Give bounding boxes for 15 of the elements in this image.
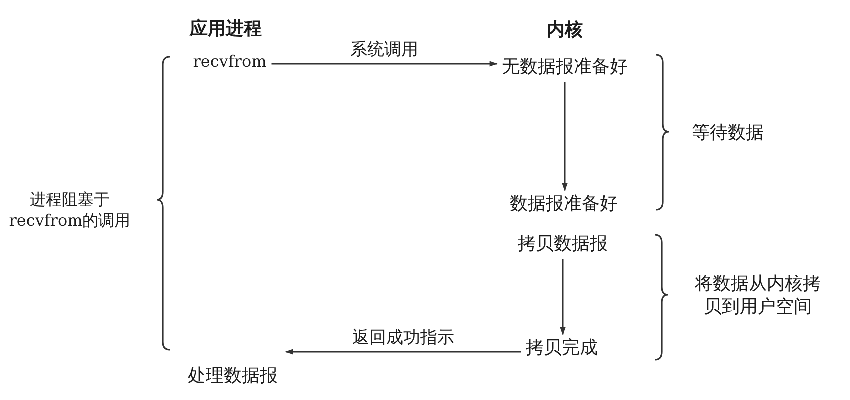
brace-label: 等待数据 bbox=[692, 124, 764, 144]
state-label: 数据报准备好 bbox=[510, 194, 618, 216]
state-label: 拷贝完成 bbox=[526, 338, 598, 360]
column-heading: 内核 bbox=[547, 20, 583, 42]
function-name: recvfrom bbox=[193, 52, 267, 72]
brace-label: 将数据从内核拷贝到用户空间 bbox=[694, 272, 822, 320]
step-label: 处理数据报 bbox=[188, 366, 278, 388]
column-heading: 应用进程 bbox=[190, 20, 262, 40]
arrow bbox=[562, 82, 568, 192]
arrow bbox=[285, 349, 521, 355]
state-label: 无数据报准备好 bbox=[502, 58, 628, 78]
arrow bbox=[560, 259, 566, 336]
state-label: 拷贝数据报 bbox=[518, 234, 608, 256]
brace-label: 进程阻塞于recvfrom的调用 bbox=[8, 190, 132, 232]
arrow bbox=[272, 61, 498, 67]
